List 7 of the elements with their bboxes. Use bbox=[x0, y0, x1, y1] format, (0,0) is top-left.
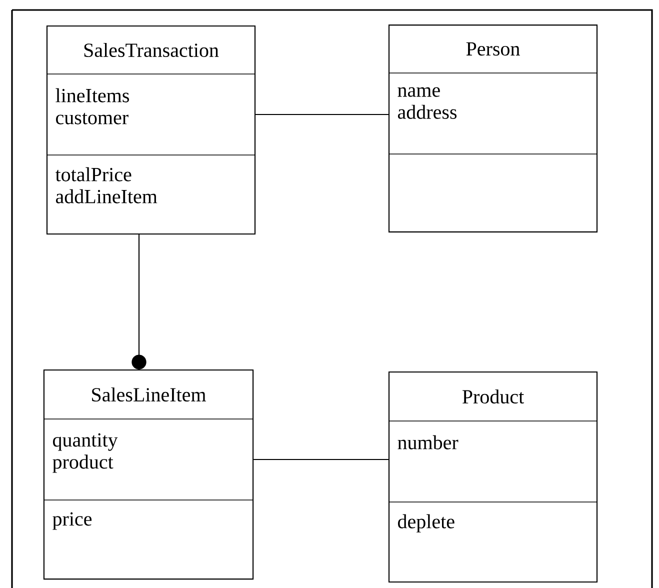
association-line bbox=[256, 114, 388, 116]
association-line bbox=[254, 458, 388, 460]
class-box: SalesTransaction lineItems customer totalPrice addLineItem bbox=[46, 25, 256, 235]
class-box: Person name address bbox=[388, 24, 598, 232]
aggregation-line bbox=[132, 234, 146, 370]
class-box: Product number deplete bbox=[388, 371, 598, 583]
class-box: SalesLineItem quantity product price bbox=[43, 369, 254, 580]
